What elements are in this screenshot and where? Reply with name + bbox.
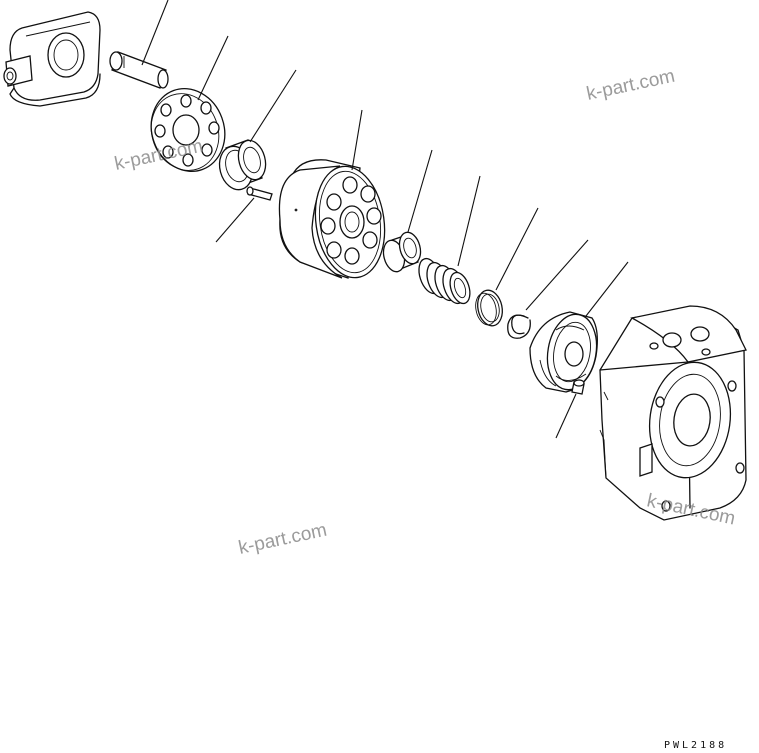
leader-line-shaft [141,0,169,66]
shaft-pin-part [109,51,169,89]
watermark-text: k-part.com [237,520,329,559]
coil-spring-part [418,257,471,305]
valve-plate-part [529,311,598,393]
dowel-pin-part [571,379,585,395]
cylinder-block-part [278,159,386,279]
small-pin-part [246,186,273,201]
leader-line-snap-ring [525,239,589,311]
washer-part [475,289,503,327]
leader-line-washer [495,207,539,291]
retainer-plate-part [150,88,226,172]
leader-line-collar [407,149,433,233]
leader-line-valve-plate [585,261,629,317]
drawing-code-label: PWL2188 [664,740,727,751]
spherical-bushing-part [218,139,267,191]
housing-cover-part [599,305,747,521]
retainer-holes [154,94,220,167]
leader-line-bushing [249,69,297,143]
leader-line-small-pin [215,197,255,243]
leader-line-spring [457,175,481,267]
watermark-text: k-part.com [585,66,677,105]
leader-line-retainer [197,35,229,101]
leader-line-cylinder [351,109,363,171]
swash-plate-part [3,11,101,107]
leader-line-dowel [555,393,577,439]
snap-ring-part [507,314,531,339]
cylinder-bores [320,176,382,265]
collar-ring-part [382,231,422,273]
